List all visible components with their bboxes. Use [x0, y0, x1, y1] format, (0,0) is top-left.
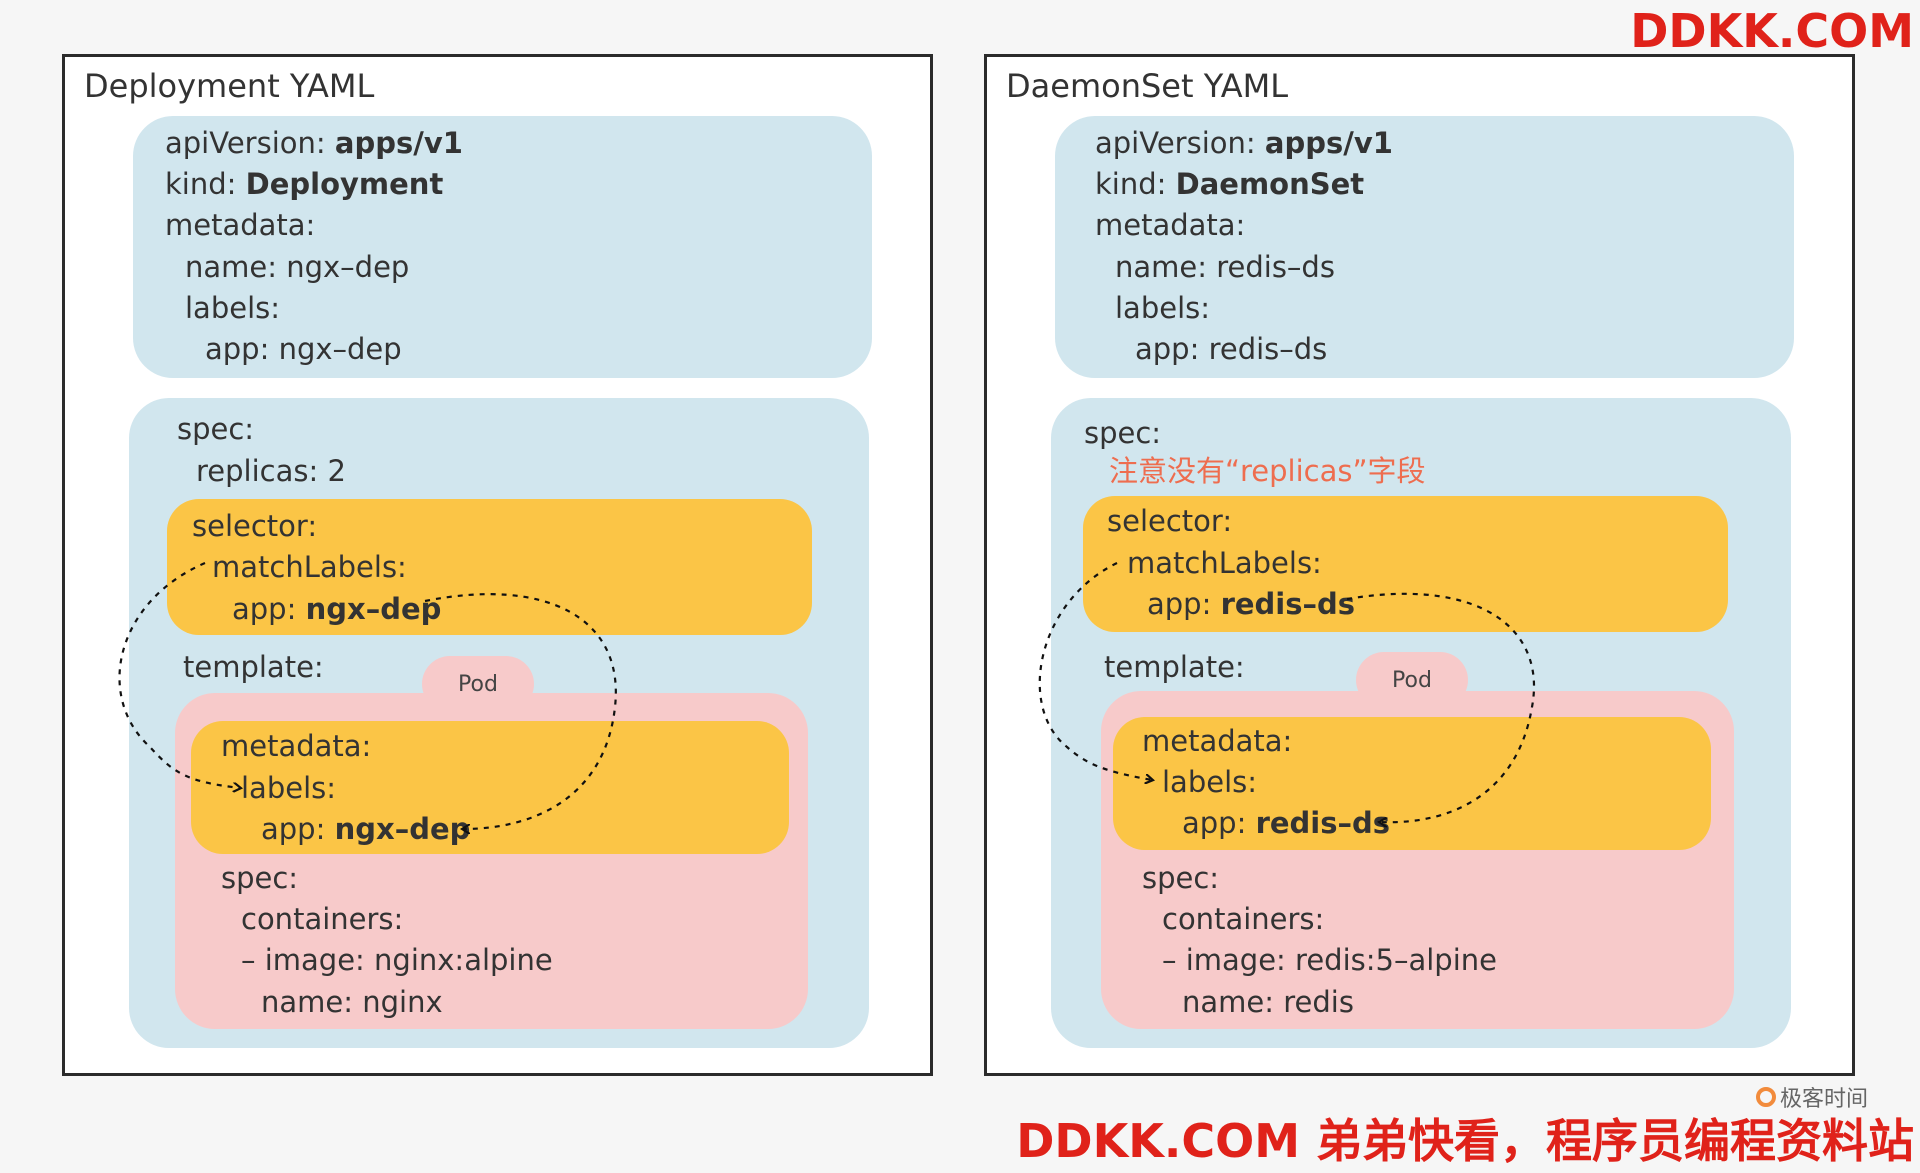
daemonset-container-image: – image: redis:5–alpine — [1162, 943, 1497, 977]
daemonset-spec-key: spec: — [1084, 416, 1162, 450]
deployment-metadata-block — [133, 116, 872, 378]
deployment-pod-label-app: app: ngx–dep — [261, 812, 471, 846]
deployment-pod-labels-key: labels: — [241, 771, 337, 805]
daemonset-pod-label-app: app: redis–ds — [1182, 806, 1391, 840]
deployment-metadata-key: metadata: — [165, 208, 316, 242]
deployment-selector-to-app-arrow — [424, 593, 617, 829]
deployment-container-image: – image: nginx:alpine — [241, 943, 553, 977]
deployment-selector-key: selector: — [192, 509, 318, 543]
watermark-bottom: DDKK.COM 弟弟快看，程序员编程资料站 — [1016, 1114, 1914, 1168]
geektime-logo: 极客时间 — [1755, 1081, 1868, 1113]
daemonset-selector-key: selector: — [1107, 504, 1233, 538]
deployment-label-app: app: ngx–dep — [205, 332, 402, 366]
deployment-label-match-arrows — [118, 561, 617, 1079]
deployment-kind: kind: Deployment — [165, 167, 444, 201]
daemonset-title: DaemonSet YAML — [1006, 67, 1289, 105]
daemonset-yaml-panel: DaemonSet YAML apiVersion: apps/v1 kind:… — [984, 54, 1855, 1076]
deployment-pod-metadata-key: metadata: — [221, 729, 372, 763]
daemonset-label-match-arrows — [1038, 562, 1535, 1079]
daemonset-containers-key: containers: — [1162, 902, 1325, 936]
daemonset-apiversion: apiVersion: apps/v1 — [1095, 126, 1393, 160]
daemonset-pod-tag: Pod — [1356, 652, 1468, 708]
deployment-pod-metadata-block — [191, 721, 789, 854]
deployment-labels-key: labels: — [185, 291, 281, 325]
watermark-top: DDKK.COM — [1630, 4, 1914, 58]
daemonset-pod-metadata-block — [1113, 717, 1711, 850]
deployment-spec-key: spec: — [177, 412, 255, 446]
daemonset-metadata-block — [1055, 116, 1794, 378]
deployment-replicas: replicas: 2 — [196, 454, 346, 488]
daemonset-container-name: name: redis — [1182, 985, 1354, 1019]
daemonset-pod-spec-key: spec: — [1142, 861, 1220, 895]
geektime-logo-icon — [1755, 1087, 1776, 1107]
daemonset-selector-to-app-arrow — [1346, 592, 1535, 822]
daemonset-matchlabels-key: matchLabels: — [1127, 546, 1322, 580]
deployment-title: Deployment YAML — [84, 67, 375, 105]
deployment-yaml-panel: Deployment YAML apiVersion: apps/v1 kind… — [62, 54, 933, 1076]
daemonset-kind: kind: DaemonSet — [1095, 167, 1365, 201]
daemonset-pod-metadata-key: metadata: — [1142, 724, 1293, 758]
daemonset-template-key: template: — [1104, 650, 1245, 684]
deployment-apiversion: apiVersion: apps/v1 — [165, 126, 463, 160]
deployment-name: name: ngx–dep — [185, 250, 410, 284]
deployment-container-name: name: nginx — [261, 985, 443, 1019]
deployment-selector-app: app: ngx–dep — [232, 592, 442, 626]
daemonset-selector-to-labels-arrow — [1038, 562, 1152, 780]
daemonset-pod-labels-key: labels: — [1162, 765, 1258, 799]
daemonset-no-replicas-note: 注意没有“replicas”字段 — [1109, 454, 1426, 488]
deployment-template-key: template: — [183, 650, 324, 684]
daemonset-name: name: redis–ds — [1115, 250, 1335, 284]
daemonset-selector-block — [1083, 496, 1728, 632]
geektime-logo-text: 极客时间 — [1779, 1087, 1868, 1112]
daemonset-labels-key: labels: — [1115, 291, 1211, 325]
deployment-matchlabels-key: matchLabels: — [212, 550, 407, 584]
deployment-pod-spec-key: spec: — [221, 861, 299, 895]
daemonset-label-app: app: redis–ds — [1135, 332, 1328, 366]
deployment-selector-to-labels-arrow — [118, 561, 240, 788]
deployment-selector-block — [167, 499, 812, 635]
deployment-containers-key: containers: — [241, 902, 404, 936]
daemonset-selector-app: app: redis–ds — [1147, 587, 1356, 621]
daemonset-metadata-key: metadata: — [1095, 208, 1246, 242]
deployment-pod-tag: Pod — [422, 656, 534, 712]
